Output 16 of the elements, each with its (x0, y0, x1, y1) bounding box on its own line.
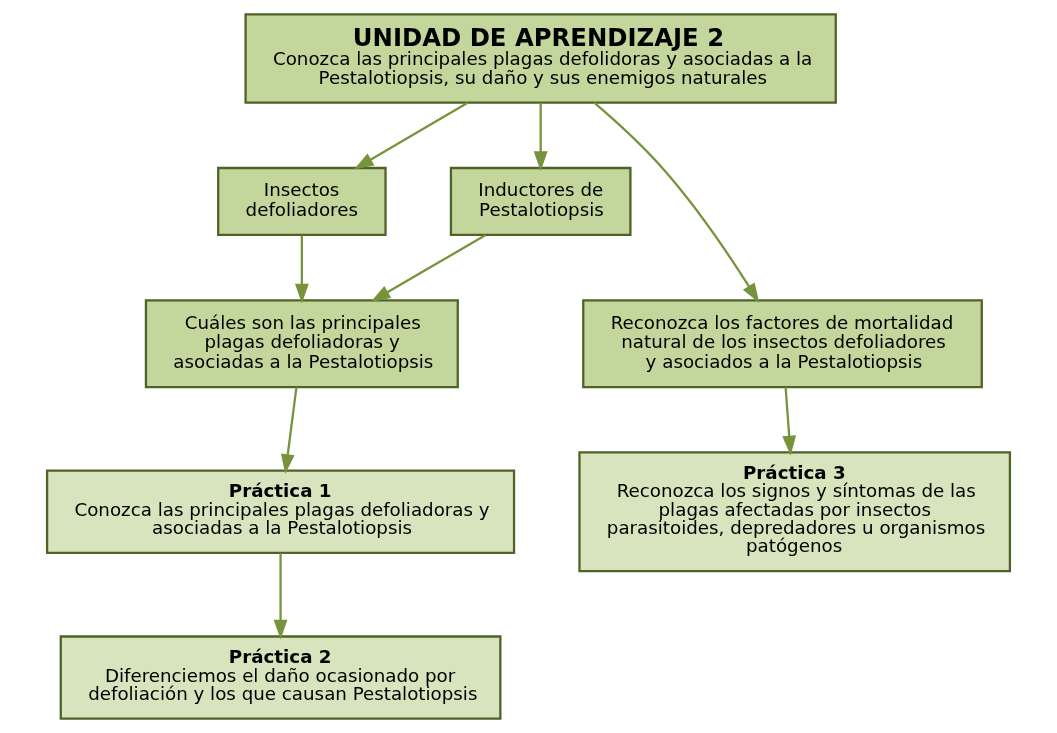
arrow (280, 387, 298, 474)
node-box: Inductores de Pestalotiopsis (449, 166, 632, 237)
arrow (273, 553, 288, 640)
node-box: UNIDAD DE APRENDIZAJE 2 Conozca las principales plagas defolidoras y asociadas a la Pestalotiopsis, su daño y sus enemigos naturales (244, 13, 837, 104)
arrow (533, 102, 548, 172)
arrow (782, 387, 797, 456)
arrow (294, 235, 309, 304)
node-box: Insectos defoliadores (217, 166, 387, 237)
arrow (593, 101, 760, 303)
node-box: Práctica 2 Diferenciemos el daño ocasionado por defoliación y los que causan Pestalotiopsis (59, 635, 502, 720)
arrow (370, 234, 486, 303)
node-box: Reconozca los factores de mortalidad natural de los insectos defoliadores y asociados a la Pestalotiopsis (582, 299, 983, 389)
arrow (353, 101, 469, 170)
node-box: Práctica 1 Conozca las principales plagas defoliadoras y asociadas a la Pestalotiopsis (45, 469, 516, 554)
node-box: Práctica 3 Reconozca los signos y síntomas de las plagas afectadas por insectos parasitoides, depredadores u organismos patógenos (578, 451, 1012, 573)
node-box: Cuáles son las principales plagas defoliadoras y asociadas a la Pestalotiopsis (144, 299, 459, 389)
